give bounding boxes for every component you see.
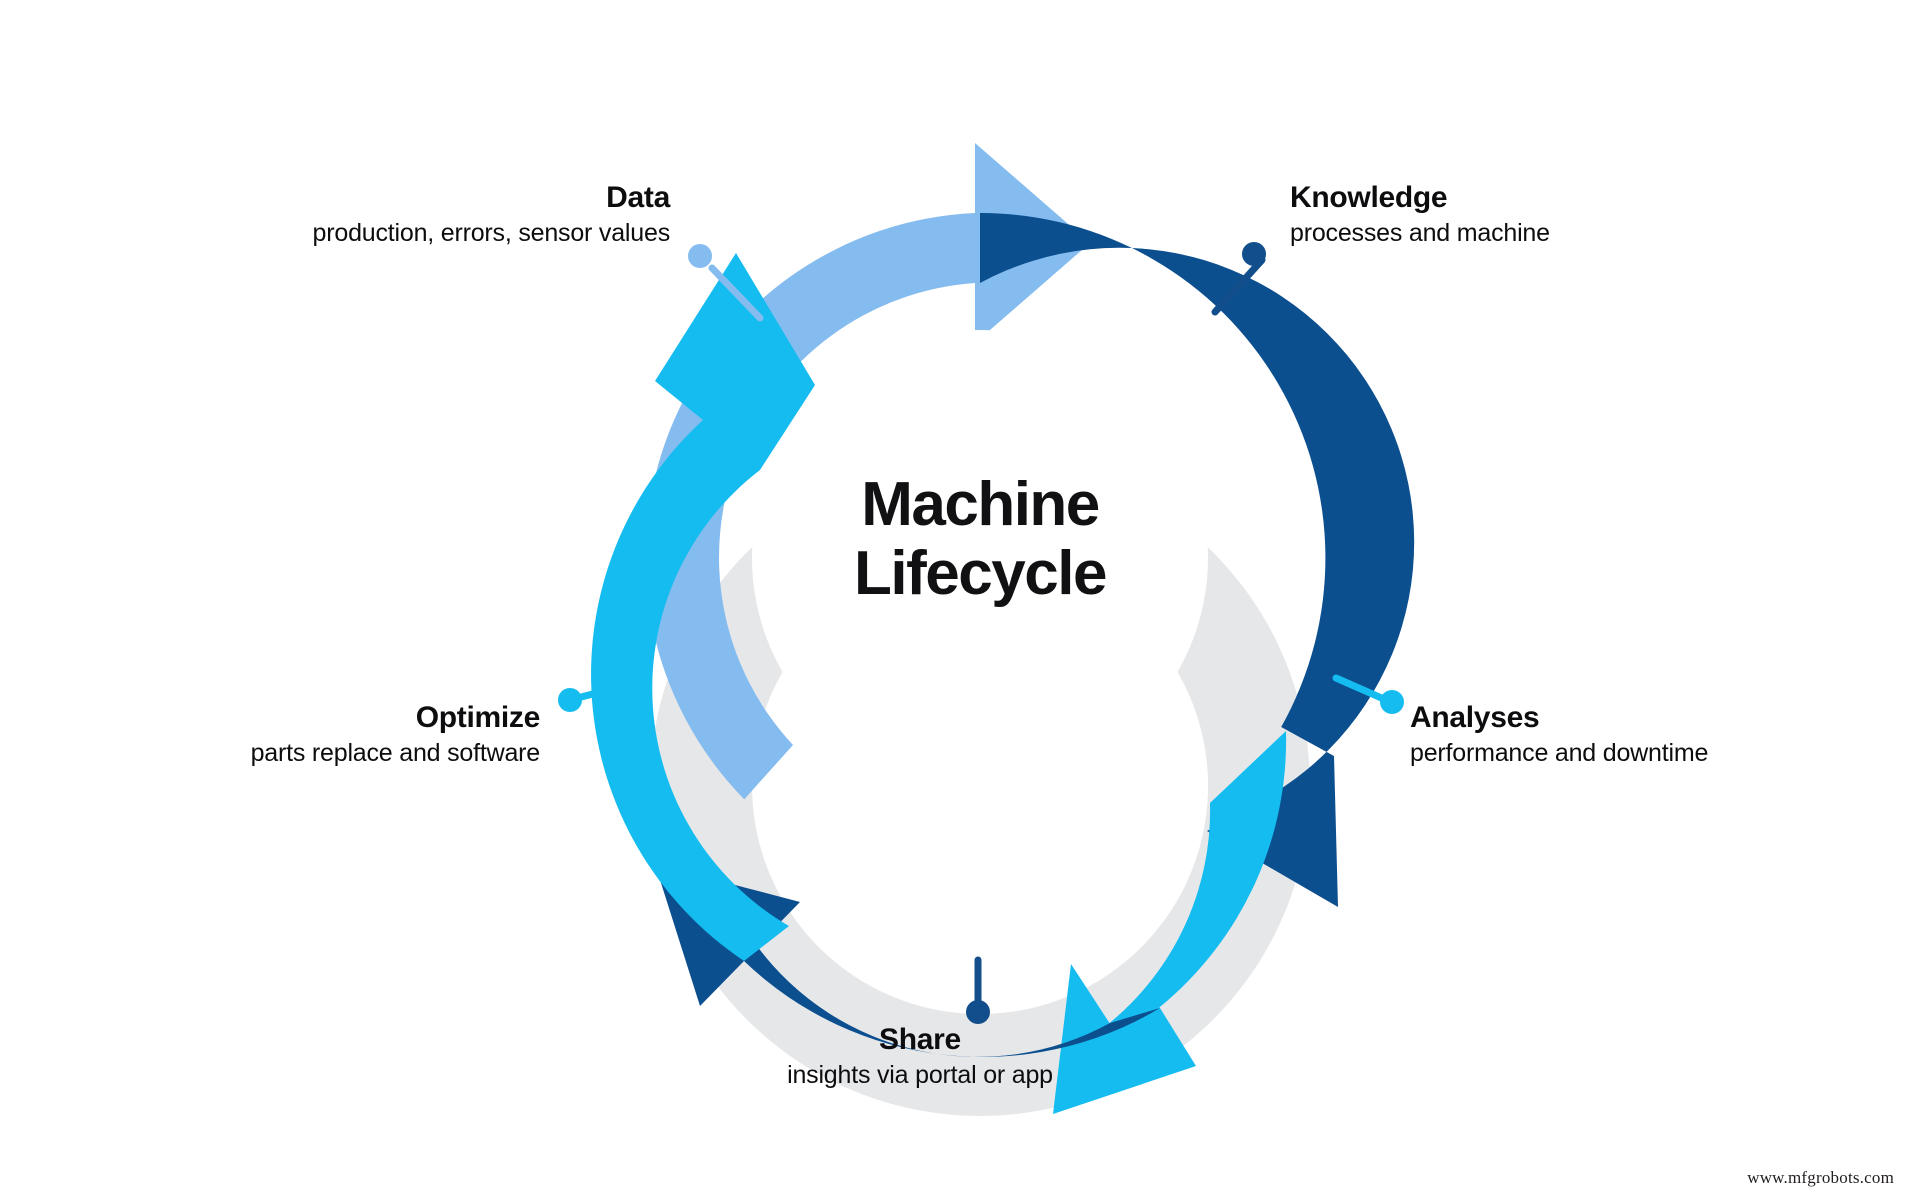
callout-share-title: Share [879,1023,961,1056]
callout-data[interactable]: Data production, errors, sensor values [90,180,671,249]
connector-analyses [1332,674,1404,714]
callout-data-desc: production, errors, sensor values [312,219,671,248]
segment-share-arrow[interactable] [655,864,1160,1057]
callout-share-desc: insights via portal or app [787,1061,1053,1090]
callout-optimize[interactable]: Optimize parts replace and software [50,700,541,769]
callout-optimize-title: Optimize [415,701,541,734]
segment-analyses-arrow[interactable] [1053,731,1287,1114]
segment-optimize-arrow[interactable] [591,253,815,961]
connector-share [966,956,990,1024]
connector-knowledge [1211,242,1266,316]
watermark: www.mfgrobots.com [1747,1168,1894,1187]
callout-data-title: Data [606,181,670,214]
callout-analyses[interactable]: Analyses performance and downtime [1410,700,1880,769]
callout-knowledge-title: Knowledge [1290,181,1448,214]
callout-knowledge[interactable]: Knowledge processes and machine [1290,180,1850,249]
segment-knowledge-arrow[interactable] [980,212,1415,907]
connector-optimize [558,686,612,712]
callout-analyses-title: Analyses [1410,701,1540,734]
callout-optimize-desc: parts replace and software [250,739,541,768]
callout-share[interactable]: Share insights via portal or app [700,1022,1140,1091]
ring-center-disc [752,330,1208,786]
callout-analyses-desc: performance and downtime [1410,739,1709,768]
callout-knowledge-desc: processes and machine [1290,219,1550,248]
connector-data [688,244,764,322]
